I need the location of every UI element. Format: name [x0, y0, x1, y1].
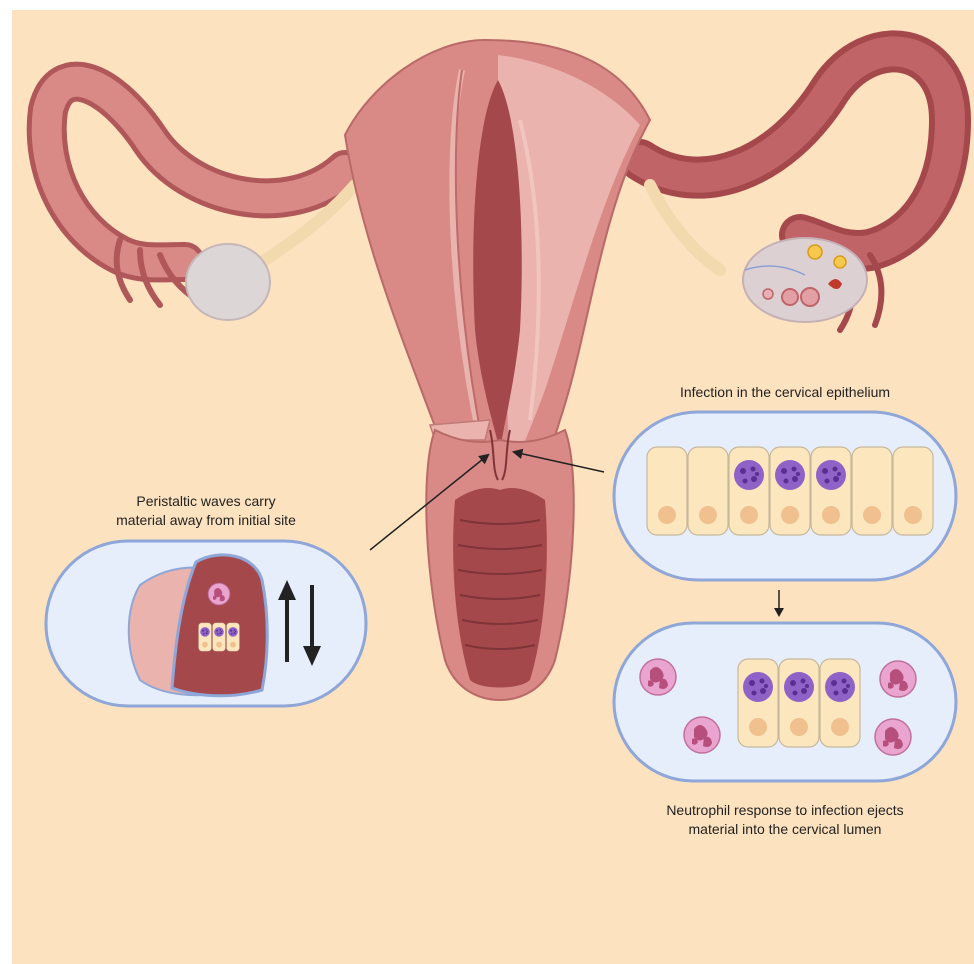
infection-panel — [614, 412, 956, 580]
infection-label: Infection in the cervical epithelium — [614, 383, 956, 402]
cervix — [426, 430, 573, 700]
arrow-between-panels — [774, 590, 784, 617]
peristaltic-label: Peristaltic waves carry material away fr… — [86, 492, 326, 530]
peristaltic-panel — [46, 541, 366, 706]
neutrophil-label-line2: material into the cervical lumen — [614, 820, 956, 839]
neutrophil-panel — [614, 623, 956, 781]
peristaltic-label-line1: Peristaltic waves carry — [86, 492, 326, 511]
uterus — [345, 40, 650, 508]
neutrophil-label-line1: Neutrophil response to infection ejects — [614, 801, 956, 820]
right-ovary — [743, 238, 867, 322]
left-ovary — [186, 244, 270, 320]
neutrophil-label: Neutrophil response to infection ejects … — [614, 801, 956, 839]
peristaltic-label-line2: material away from initial site — [86, 511, 326, 530]
